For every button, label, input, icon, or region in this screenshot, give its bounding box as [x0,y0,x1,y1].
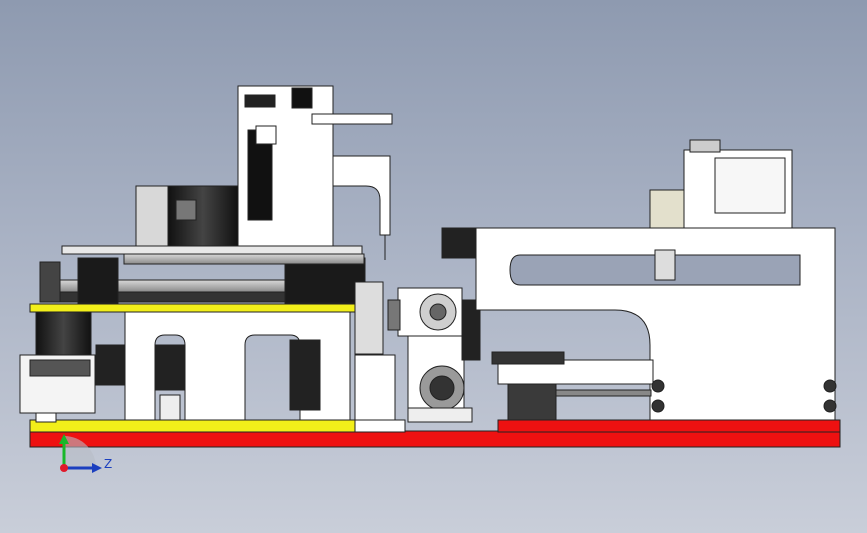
triad-origin [60,464,68,472]
upper-motor-endcap [135,185,169,247]
triad-sector [64,436,96,468]
left-linear-rail [39,257,384,355]
base-plate [29,419,841,448]
triad-z-label: Z [104,457,112,471]
upper-gantry [61,85,393,265]
right-s-frame [441,139,837,421]
left-deck-assembly [19,303,396,433]
coordinate-triad: Z [59,434,112,473]
center-gearbox [387,287,481,423]
